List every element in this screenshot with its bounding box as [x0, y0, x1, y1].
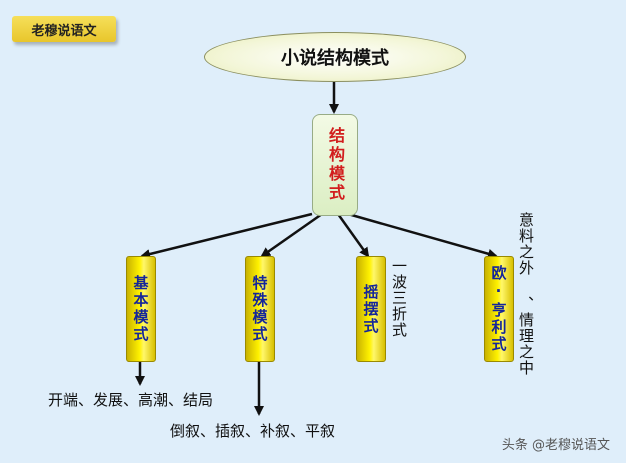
arrow-center-to-swing [336, 213, 370, 258]
detail-basic: 开端、发展、高潮、结局 [48, 391, 214, 409]
branch-node-basic: 基本模式 [126, 256, 156, 362]
branch-node-swing: 摇摆式 [356, 256, 386, 362]
arrow-center-to-special [260, 212, 323, 258]
branch-label-ohenry: 欧·亨利式 [489, 265, 508, 353]
branch-note-swing: 一波三折式 [390, 258, 408, 338]
center-node: 结构模式 [312, 114, 358, 216]
channel-badge-text: 老穆说语文 [31, 23, 97, 39]
detail-special: 倒叙、插叙、补叙、平叙 [170, 422, 336, 440]
branch-label-special: 特殊模式 [250, 275, 269, 343]
diagram-title: 小说结构模式 [281, 48, 389, 69]
arrow-center-to-ohenry [347, 212, 498, 259]
center-node-label: 结构模式 [326, 127, 345, 203]
watermark: 头条 @老穆说语文 [501, 438, 610, 453]
channel-badge: 老穆说语文 [12, 16, 116, 42]
branch-note-ohenry-col1: 意料之外 [517, 212, 535, 276]
diagram-title-node: 小说结构模式 [204, 32, 466, 82]
branch-node-special: 特殊模式 [245, 256, 275, 362]
branch-label-basic: 基本模式 [131, 275, 150, 343]
branch-label-swing: 摇摆式 [361, 283, 380, 335]
branch-note-ohenry-col2: 、情理之中 [517, 296, 535, 376]
branch-node-ohenry: 欧·亨利式 [484, 256, 514, 362]
arrow-center-to-basic [140, 212, 313, 259]
